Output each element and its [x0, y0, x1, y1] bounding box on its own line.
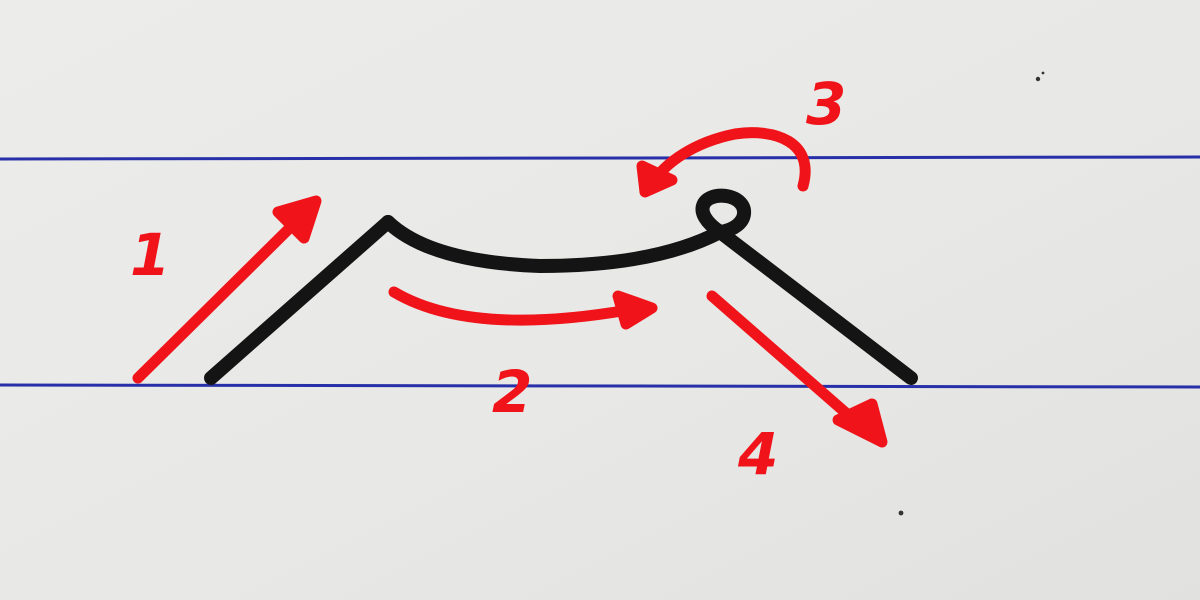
arrow-1-icon [132, 195, 322, 384]
step-number-1: 1 [130, 221, 170, 289]
paper-speck [898, 510, 904, 516]
step-number-3: 3 [806, 70, 846, 138]
arrow-2-icon [388, 286, 658, 330]
baseline-rule-line [0, 383, 1200, 389]
top-rule-line [0, 155, 1200, 161]
step-number-4: 4 [737, 420, 778, 488]
paper-speck [1035, 76, 1041, 82]
arrow-3-icon [636, 127, 811, 198]
direction-arrows [132, 127, 888, 448]
letter-loop [695, 188, 751, 239]
letter-shape [204, 188, 918, 385]
step-number-2: 2 [492, 358, 532, 426]
letter-upstroke [204, 215, 395, 385]
paper-speck [1041, 71, 1045, 75]
step-numbers: 1 2 3 4 [130, 70, 846, 488]
letter-curve [381, 215, 727, 273]
arrow-4-icon [706, 290, 888, 448]
letter-downstroke [713, 225, 918, 385]
